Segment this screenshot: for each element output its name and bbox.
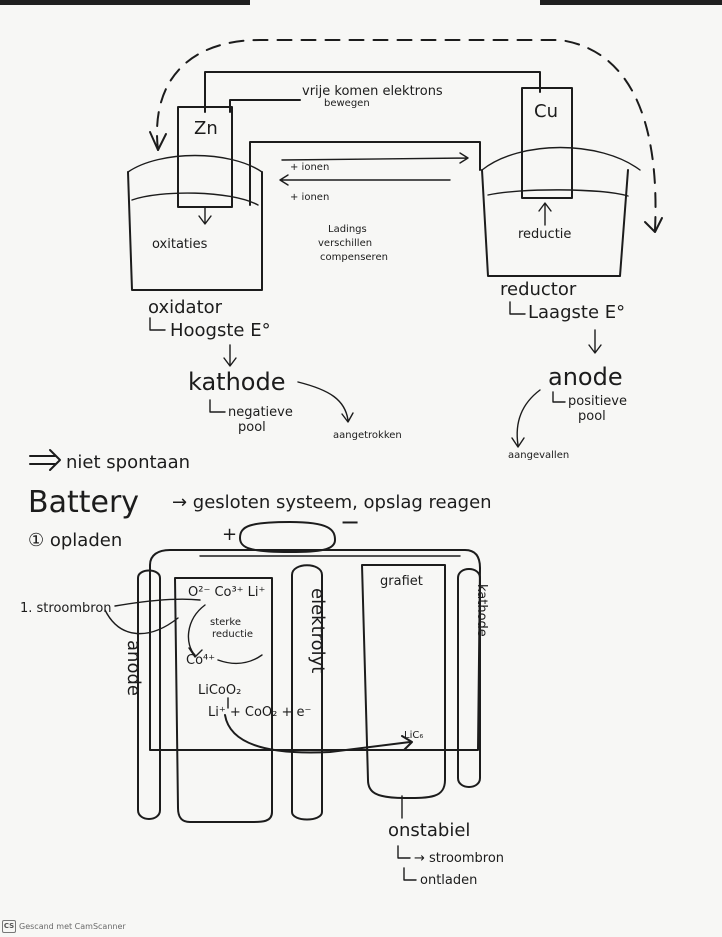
right-beaker-rim <box>481 146 641 171</box>
electrolyte-plate <box>291 564 323 821</box>
anode-hook <box>552 391 566 403</box>
licoo2-label: LiCoO₂ <box>198 683 241 698</box>
no-source-hook <box>397 845 411 859</box>
positive-label: positieve <box>568 394 627 409</box>
no-source-label: → stroombron <box>414 851 504 866</box>
left-e0-label: Hoogste E° <box>170 320 271 341</box>
battery-title: Battery <box>28 485 139 520</box>
scan-edge-gap <box>250 0 540 5</box>
ion-arrow-left <box>279 174 451 186</box>
salt-bridge <box>249 141 481 206</box>
charge-diff-2: verschillen <box>318 238 372 249</box>
oxidation-label: oxitaties <box>152 237 208 252</box>
oxidator-label: oxidator <box>148 297 223 318</box>
kathode-label: kathode <box>188 368 286 396</box>
reductor-hook <box>509 301 526 315</box>
negative-label: negatieve <box>228 405 293 420</box>
electron-flow-sub: bewegen <box>324 98 370 109</box>
implies-arrow <box>29 449 61 471</box>
ligraph-label: LiC₆ <box>404 730 423 741</box>
charge-diff-3: compenseren <box>320 252 388 263</box>
ions-left-label: + ionen <box>290 192 329 203</box>
zn-label: Zn <box>194 118 218 139</box>
reductor-label: reductor <box>500 279 577 300</box>
co4-bracket <box>217 654 263 664</box>
attracted-label: aangetrokken <box>333 430 402 441</box>
attacked-label: aangevallen <box>508 450 569 461</box>
licoo2-chamber <box>174 577 273 823</box>
strong-reduction-1: sterke <box>210 617 241 628</box>
cu-electrode <box>521 87 573 199</box>
right-down-arrow <box>588 329 602 354</box>
left-beaker <box>127 171 263 291</box>
co4-label: Co⁴⁺ <box>186 653 215 668</box>
charge-diff-1: Ladings <box>328 224 367 235</box>
graphite-label: grafiet <box>380 574 423 589</box>
ion-migration-arrow <box>224 714 413 754</box>
discharge-hook <box>403 867 417 881</box>
cu-label: Cu <box>534 101 558 122</box>
electrolyte-label: elektrolyt <box>307 588 328 673</box>
battery-casing <box>149 549 481 751</box>
attract-arrow <box>297 381 354 423</box>
oxidator-hook <box>149 317 166 331</box>
left-liquid-surface <box>131 192 259 206</box>
battery-terminal <box>239 521 336 553</box>
eq2-label: Li⁺ + CoO₂ + e⁻ <box>208 705 311 720</box>
step-one-label: ① opladen <box>28 530 122 551</box>
cathode-plate <box>457 568 481 788</box>
positive-pool-label: pool <box>578 409 606 424</box>
ions-right-label: + ionen <box>290 162 329 173</box>
right-liquid-surface <box>487 189 629 197</box>
right-beaker <box>481 169 629 277</box>
reduction-label: reductie <box>518 227 571 242</box>
current-source-label: 1. stroombron <box>20 601 112 616</box>
plus-sign: + <box>222 524 237 545</box>
left-down-arrow <box>223 344 237 367</box>
discharge-label: ontladen <box>420 873 477 888</box>
scanner-footer: CS Gescand met CamScanner <box>2 919 126 933</box>
strong-reduction-2: reductie <box>212 629 253 640</box>
kathode-hook <box>209 399 226 413</box>
electron-dashed-path <box>156 39 657 231</box>
negative-pool-label: pool <box>238 420 266 435</box>
camscanner-logo: CS <box>2 919 16 933</box>
battery-diagram: + − anode O²⁻ Co³⁺ Li⁺ sterke reductie C… <box>20 508 504 888</box>
galvanic-cell: Zn oxitaties Cu reductie vrije komen ele… <box>127 39 663 461</box>
right-e0-label: Laagste E° <box>528 302 625 323</box>
camscanner-text: Gescand met CamScanner <box>19 921 126 931</box>
zn-arrow-down <box>198 206 212 225</box>
anode-plate-label: anode <box>123 640 144 696</box>
graphite-chamber <box>361 564 446 799</box>
reduction-loop <box>187 604 206 658</box>
battery-definition: → gesloten systeem, opslag reagen <box>172 492 492 513</box>
ion-arrow-right <box>281 152 469 164</box>
cathode-plate-label: kathode <box>474 584 489 637</box>
dashed-arrow-left-head <box>149 131 167 151</box>
current-source-loop <box>104 609 179 635</box>
attack-arrow <box>511 389 541 448</box>
cu-arrow-up <box>538 202 552 226</box>
wire-inner <box>229 99 301 113</box>
electron-flow-label: vrije komen elektrons <box>302 84 443 99</box>
anode-label: anode <box>548 363 623 391</box>
eq1-label: O²⁻ Co³⁺ Li⁺ <box>188 585 265 600</box>
not-spontaneous-label: niet spontaan <box>66 452 190 473</box>
notes: niet spontaan Battery → gesloten systeem… <box>28 449 492 551</box>
minus-sign: − <box>340 508 360 536</box>
anode-plate <box>137 569 161 820</box>
dashed-arrow-right-head <box>644 217 663 233</box>
left-beaker-rim <box>127 154 263 173</box>
unstable-label: onstabiel <box>388 820 470 841</box>
connecting-wire <box>204 71 541 113</box>
current-source-arrow <box>114 598 201 607</box>
